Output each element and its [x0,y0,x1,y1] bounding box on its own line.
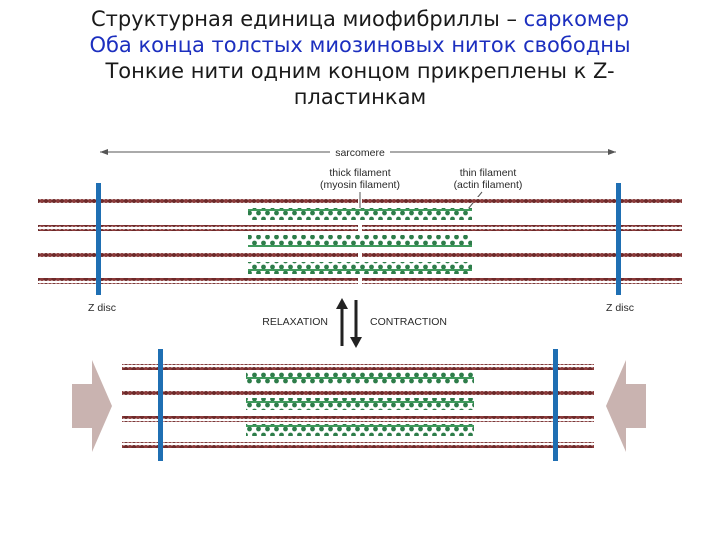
myosin-filament [246,372,474,384]
actin-filament [362,278,682,284]
relaxation-arrow [336,298,348,346]
actin-filament [38,225,358,231]
actin-filament [322,416,594,422]
relaxed-sarcomere [38,183,682,295]
thick-filament-label-1: thick filament [329,167,390,179]
contraction-label: CONTRACTION [370,316,447,328]
actin-filament [322,442,594,448]
contracted-sarcomere [122,349,594,461]
actin-filament [362,251,682,257]
z-disc-left-contracted [158,349,163,461]
actin-filament [38,251,358,257]
contraction-arrow [350,300,362,348]
relaxation-label: RELAXATION [262,316,328,328]
myosin-filament [246,424,474,436]
force-arrow-right-icon [72,360,112,452]
header-line-1-text: Структурная единица миофибриллы – [90,7,524,31]
thin-filament-label-2: (actin filament) [454,179,523,191]
actin-filament [122,364,394,370]
actin-filament [322,390,594,396]
actin-filament [122,390,394,396]
actin-filament [362,197,682,203]
z-disc-left [96,183,101,295]
actin-filament [122,416,394,422]
myosin-filament [246,398,474,410]
actin-filament [362,225,682,231]
thin-filament-label-1: thin filament [460,167,517,179]
actin-filament [122,442,394,448]
z-disc-label-right: Z disc [606,302,634,314]
header-highlight: саркомер [523,7,630,31]
header-line-1: Структурная единица миофибриллы – сарком… [0,6,720,32]
myosin-filament [248,235,472,247]
force-arrow-left-icon [606,360,646,452]
header-line-3: Тонкие нити одним концом прикреплены к Z… [105,59,615,83]
myosin-filament [248,262,472,274]
header-line-2: Оба конца толстых миозиновых ниток свобо… [89,33,631,57]
actin-filament [322,364,594,370]
header-line-4: пластинкам [293,85,427,109]
z-disc-right [616,183,621,295]
sarcomere-label: sarcomere [335,147,385,159]
myosin-filament [248,208,472,220]
z-disc-label-left: Z disc [88,302,116,314]
z-disc-right-contracted [553,349,558,461]
actin-filament [38,278,358,284]
slide-header: Структурная единица миофибриллы – сарком… [0,6,720,110]
actin-filament [38,197,358,203]
thick-filament-label-2: (myosin filament) [320,179,400,191]
sarcomere-dimension [100,144,616,158]
